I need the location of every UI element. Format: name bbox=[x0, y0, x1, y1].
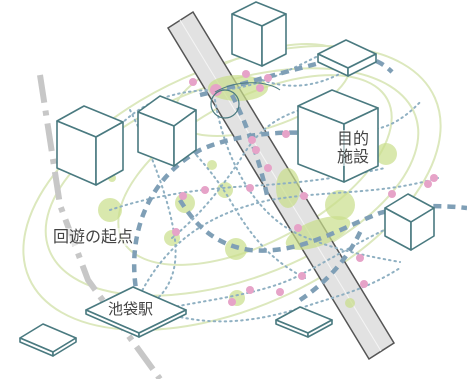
route-dotted-1 bbox=[134, 177, 439, 306]
station-platform-icon bbox=[85, 286, 187, 338]
point-marker bbox=[201, 186, 209, 194]
hub-dest bbox=[325, 190, 355, 220]
route-main-rail bbox=[230, 93, 271, 201]
point-marker bbox=[242, 70, 250, 78]
point-marker bbox=[360, 280, 368, 288]
route-dotted-8 bbox=[164, 124, 306, 279]
hub-right bbox=[375, 143, 397, 165]
point-marker bbox=[256, 84, 264, 92]
point-marker bbox=[300, 192, 308, 200]
plaza-icon bbox=[275, 306, 333, 338]
point-marker bbox=[246, 286, 254, 294]
station-label: 池袋駅 bbox=[108, 300, 154, 318]
isometric-building-icon bbox=[231, 1, 287, 67]
start-point-label: 回遊の起点 bbox=[53, 227, 134, 246]
isometric-building-icon bbox=[137, 95, 197, 167]
point-marker bbox=[189, 78, 197, 86]
hub-rail-lower bbox=[285, 216, 351, 250]
point-marker bbox=[356, 254, 364, 262]
hub-small-4 bbox=[345, 298, 355, 308]
point-marker bbox=[424, 180, 432, 188]
destination-label-line2: 施設 bbox=[337, 147, 370, 166]
point-marker bbox=[276, 288, 284, 296]
activity-hubs bbox=[98, 75, 414, 308]
activity-area-middle bbox=[44, 67, 420, 297]
buildings bbox=[19, 1, 435, 357]
route-dotted-11 bbox=[261, 64, 356, 87]
rail-crossing-ring bbox=[210, 89, 240, 119]
point-marker bbox=[298, 272, 306, 280]
point-marker bbox=[252, 146, 260, 154]
point-marker bbox=[264, 164, 272, 172]
point-marker bbox=[179, 192, 187, 200]
point-marker bbox=[430, 174, 438, 182]
isometric-building-icon bbox=[56, 105, 124, 186]
destination-label-line1: 目的 bbox=[337, 129, 370, 148]
point-marker bbox=[248, 136, 256, 144]
hub-rail-mid bbox=[276, 168, 300, 208]
isometric-building-icon bbox=[317, 39, 377, 77]
route-dotted-6 bbox=[171, 109, 301, 239]
point-marker bbox=[388, 190, 396, 198]
point-marker bbox=[210, 84, 222, 96]
rail-crossing-arc bbox=[214, 82, 281, 93]
route-dotted-3 bbox=[164, 267, 401, 323]
plaza-icon bbox=[19, 323, 77, 357]
point-marker bbox=[228, 298, 236, 306]
point-marker bbox=[294, 224, 302, 232]
destination-label: 目的 施設 bbox=[337, 129, 370, 166]
point-marker bbox=[172, 228, 180, 236]
isometric-building-icon bbox=[384, 193, 435, 251]
point-marker bbox=[282, 130, 290, 138]
route-main-east bbox=[298, 227, 365, 302]
hub-small-1 bbox=[207, 160, 217, 170]
point-marker bbox=[246, 184, 254, 192]
point-marker bbox=[264, 74, 272, 82]
route-main-south bbox=[131, 130, 346, 301]
